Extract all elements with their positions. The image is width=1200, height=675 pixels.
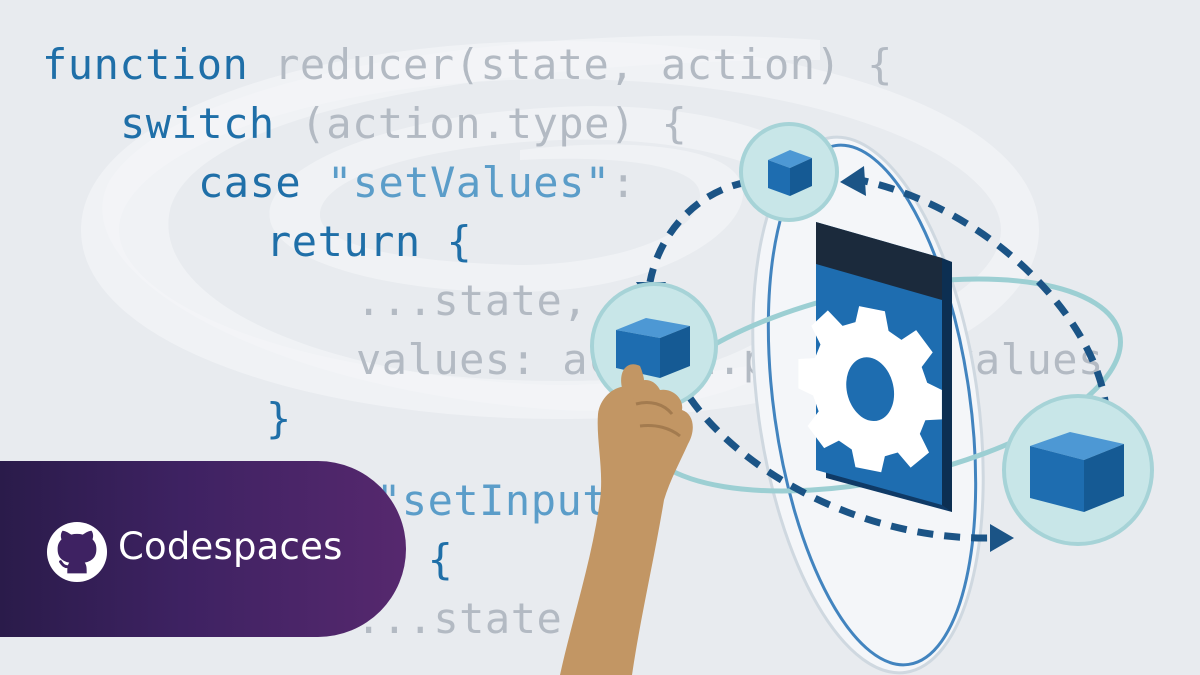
code-string: "setValues" (301, 158, 611, 207)
code-text: : (610, 158, 637, 207)
code-keyword: function (42, 40, 249, 89)
github-icon (46, 521, 108, 583)
code-text: ...state (356, 594, 563, 643)
code-line-10: ...state (356, 590, 562, 648)
code-line-5: ...state, (356, 272, 588, 330)
code-text: { (420, 217, 473, 266)
code-keyword: case (198, 158, 302, 207)
code-line-3: case "setValues": (198, 154, 636, 212)
code-text: reducer(state, action) { (248, 40, 893, 89)
dashed-arrows (646, 176, 1111, 542)
cube-icon (1002, 394, 1154, 546)
code-text: ...state, (356, 276, 589, 325)
arrowhead-top (840, 166, 866, 196)
code-keyword: } (266, 394, 292, 443)
code-line-2: switch (action.type) { (120, 95, 687, 153)
code-line-7: } (266, 390, 292, 448)
badge-label: Codespaces (118, 525, 343, 568)
code-keyword: return (266, 217, 421, 266)
code-line-4: return { (266, 213, 472, 271)
code-string: "setInput" (376, 476, 634, 525)
code-keyword: switch (120, 99, 275, 148)
code-line-8: "setInput" (376, 472, 634, 530)
hand-icon (560, 364, 693, 675)
arrowhead-bottom (990, 524, 1014, 552)
code-text: (action.type) { (274, 99, 688, 148)
cube-icon (739, 122, 839, 222)
code-line-1: function reducer(state, action) { (42, 36, 893, 94)
codespaces-badge: Codespaces (0, 461, 406, 637)
gear-icon (798, 306, 942, 473)
